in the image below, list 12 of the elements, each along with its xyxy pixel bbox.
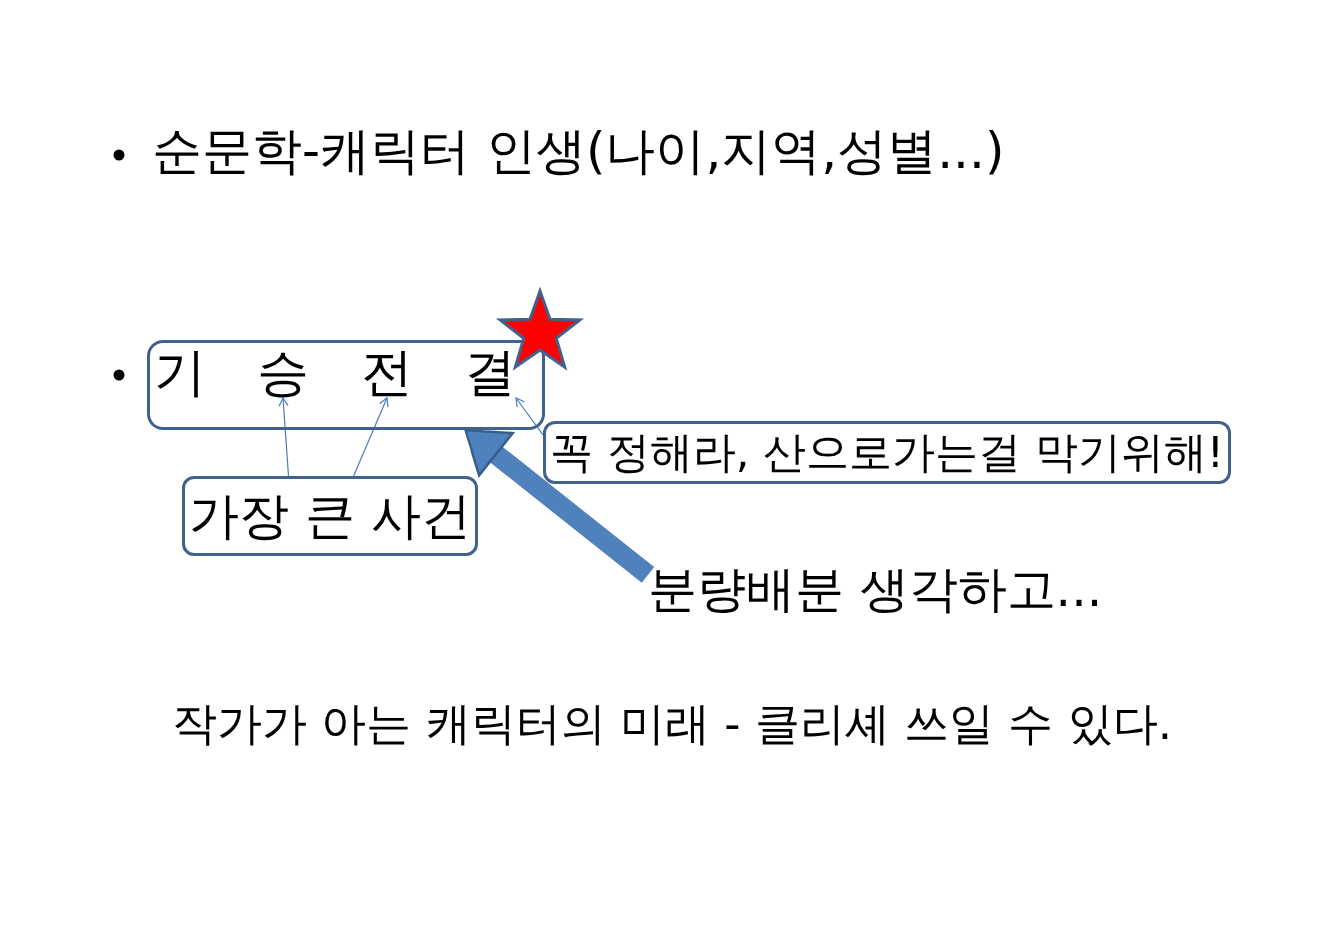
arrow: [278, 397, 290, 477]
note-callout: 꼭 정해라, 산으로가는걸 막기위해!: [543, 421, 1231, 484]
stage-label: 전: [361, 346, 413, 398]
stage-label: 승: [257, 346, 309, 398]
stage-label: 결: [464, 346, 516, 398]
bullet-text: 순문학-캐릭터 인생(나이,지역,성별...): [152, 121, 1005, 181]
note-callout: 가장 큰 사건: [182, 476, 478, 556]
rounded-frame: [147, 340, 545, 430]
bullet-text: 작가가 아는 캐릭터의 미래 - 클리셰 쓰일 수 있다.: [172, 697, 1172, 751]
note-text: 분량배분 생각하고...: [648, 563, 1103, 617]
arrow: [353, 397, 389, 477]
stage-label: 기: [154, 346, 206, 398]
